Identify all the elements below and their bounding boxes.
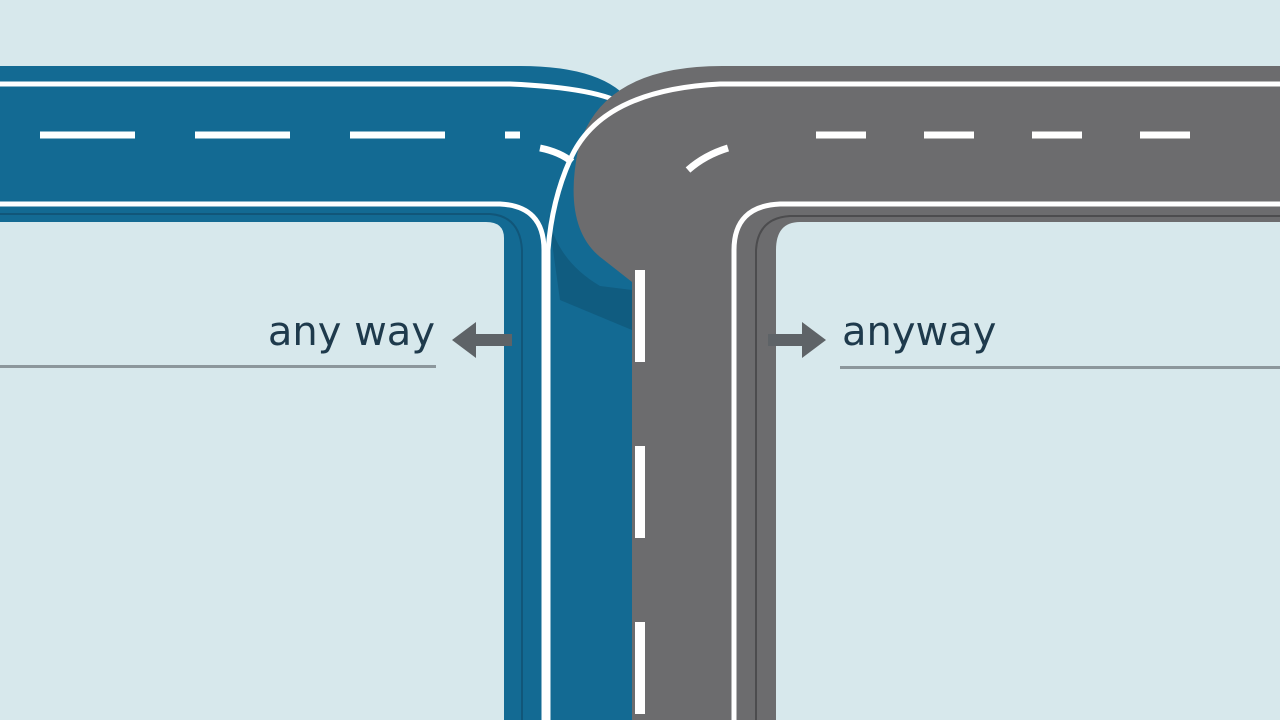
arrow-right-icon (768, 322, 826, 358)
arrow-left-icon (452, 322, 512, 358)
label-any-way: any way (267, 309, 435, 355)
gray-road (545, 66, 1280, 720)
blue-road (0, 66, 632, 720)
label-anyway: anyway (842, 309, 997, 355)
right-underline (840, 366, 1280, 369)
left-underline (0, 365, 436, 368)
